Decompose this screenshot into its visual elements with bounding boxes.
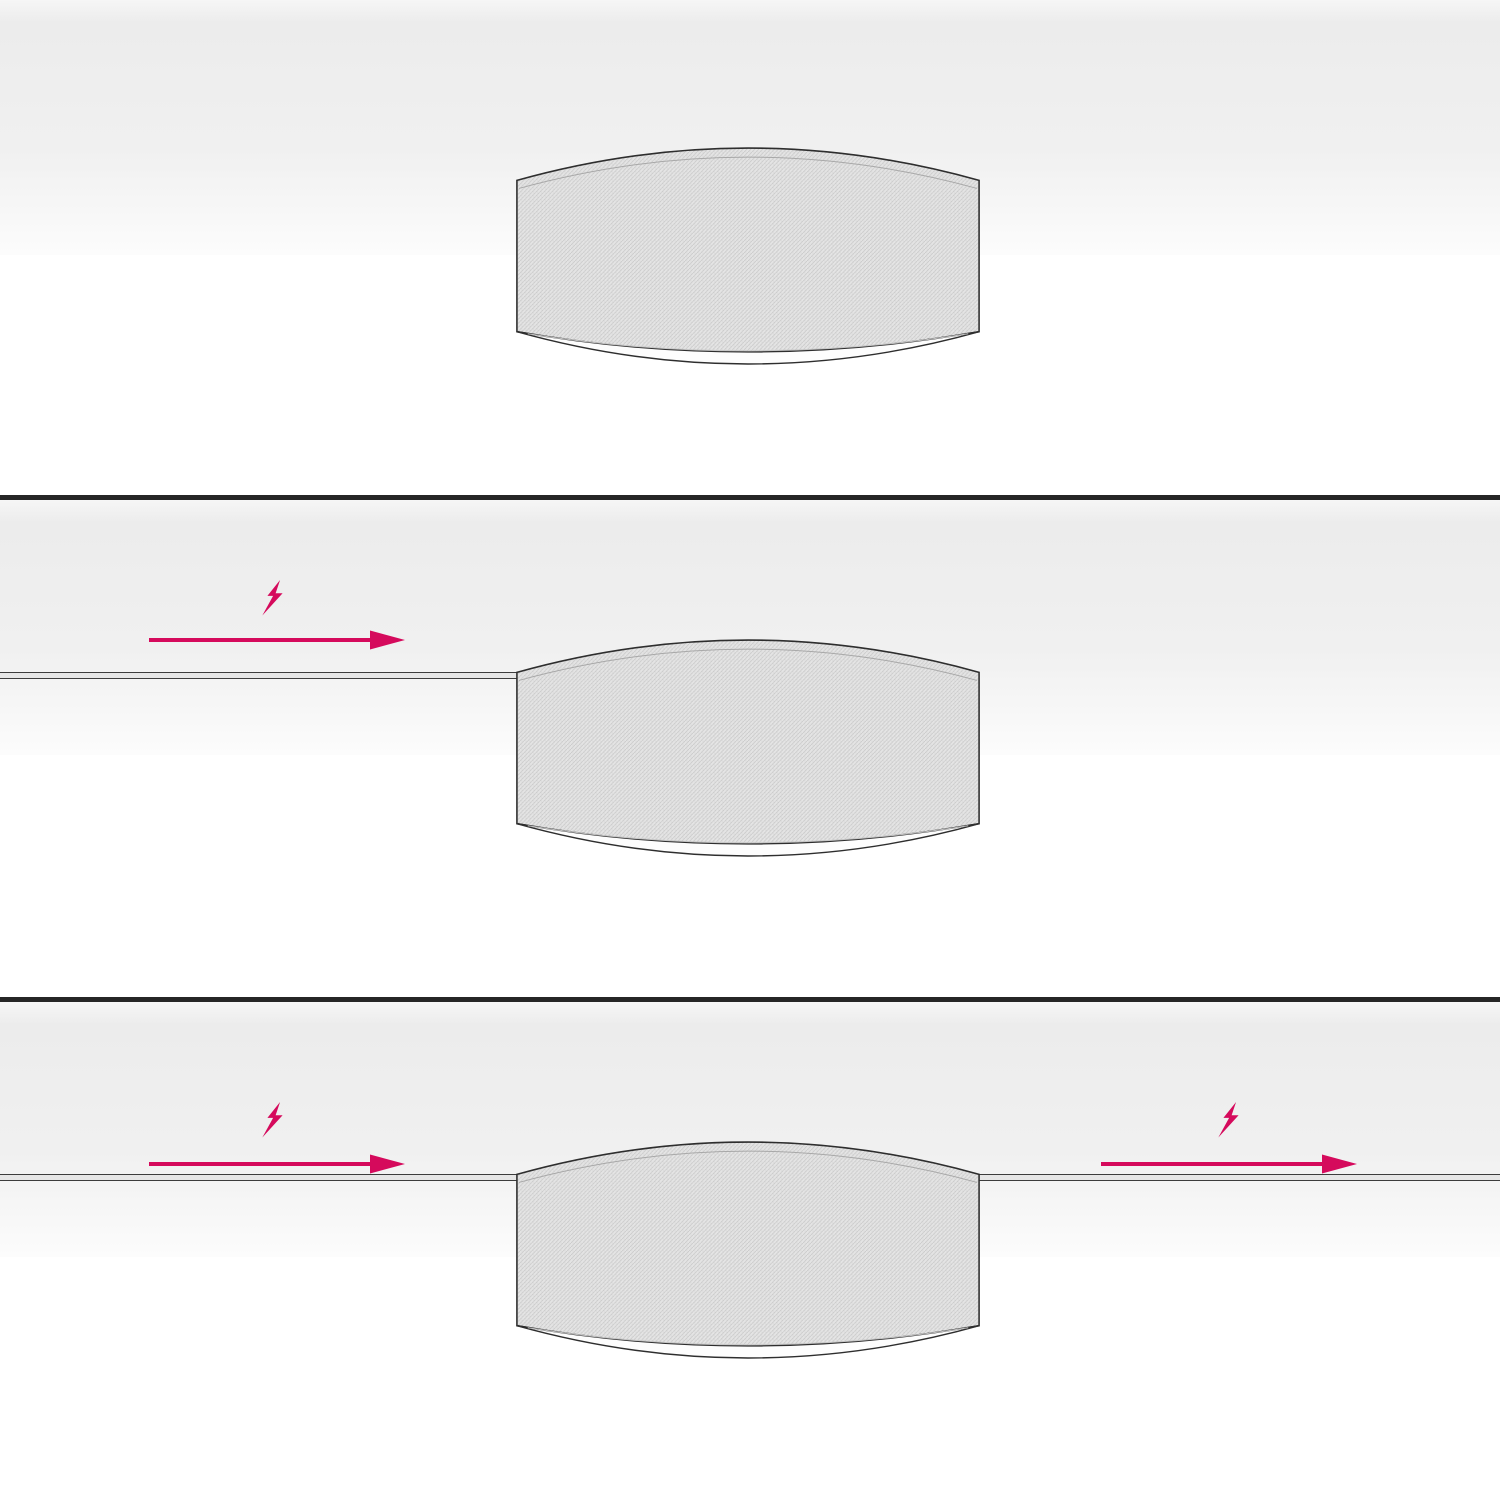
- panel-divider: [0, 495, 1500, 500]
- drum-lampshade-illustration: [516, 147, 980, 365]
- drum-lampshade-illustration: [516, 639, 980, 857]
- diagram-panel-cable-in: [0, 500, 1500, 997]
- diagram-panel-cable-through: [0, 1002, 1500, 1500]
- drum-lampshade-illustration: [516, 1141, 980, 1359]
- direction-arrow-left-icon: [149, 1154, 405, 1174]
- direction-arrow-left-icon: [149, 630, 405, 650]
- lightning-bolt-icon: [262, 1102, 283, 1138]
- power-cable-left: [0, 1174, 520, 1181]
- direction-arrow-right-icon: [1101, 1154, 1357, 1174]
- panel-divider: [0, 997, 1500, 1002]
- lightning-bolt-icon: [1218, 1102, 1239, 1138]
- diagram-panel-shade-only: [0, 0, 1500, 495]
- power-cable-left: [0, 672, 520, 679]
- power-cable-right: [976, 1174, 1500, 1181]
- lightning-bolt-icon: [262, 580, 283, 616]
